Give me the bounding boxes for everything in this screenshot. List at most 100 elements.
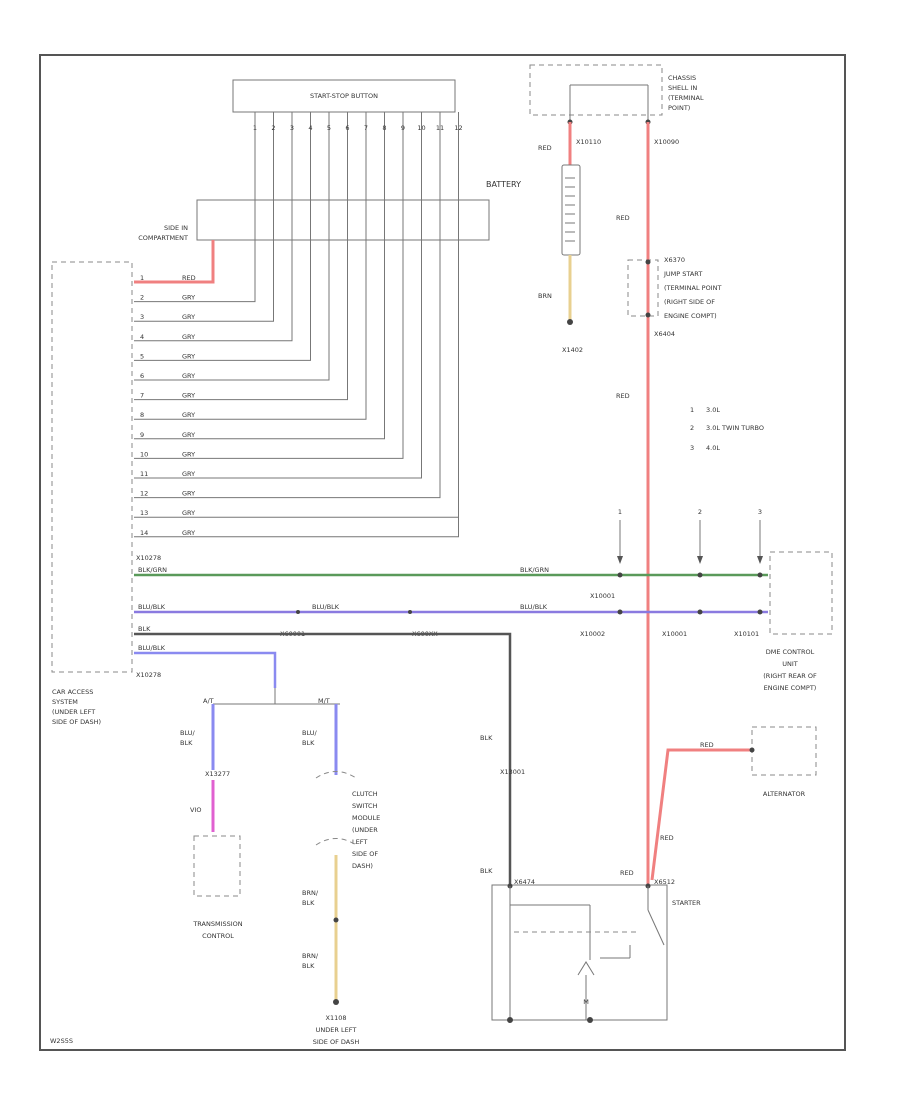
jump-start-label-4: ENGINE COMPT) xyxy=(664,312,717,320)
x10001-label-b: X10001 xyxy=(662,630,687,638)
car-access-row-wire xyxy=(134,240,367,420)
clutch-label-6: SIDE OF xyxy=(352,850,378,858)
car-access-row-num: 8 xyxy=(140,411,144,419)
x10101-label: X10101 xyxy=(734,630,759,638)
brn-blk-label-2: BRN/ xyxy=(302,952,319,960)
button-pin-number: 10 xyxy=(417,124,425,132)
car-access-row-wire xyxy=(134,240,256,303)
x1108-label-2: UNDER LEFT xyxy=(316,1026,357,1034)
button-pin-number: 6 xyxy=(345,124,349,132)
car-access-row-num: 6 xyxy=(140,372,144,380)
car-access-label-4: SIDE OF DASH) xyxy=(52,718,101,726)
legend-num-2: 2 xyxy=(690,424,694,432)
at-label: A/T xyxy=(203,697,214,705)
car-access-row-num: 5 xyxy=(140,352,144,360)
side-compartment-label: SIDE IN xyxy=(164,224,188,232)
car-access-row-num: 14 xyxy=(140,529,148,537)
variant-arrow-number: 1 xyxy=(618,508,622,516)
car-access-row-label: GRY xyxy=(182,352,195,360)
legend-num-1: 1 xyxy=(690,406,694,414)
black-wire-label: BLK xyxy=(138,625,151,633)
jump-start-label: JUMP START xyxy=(663,270,702,278)
car-access-row-wire xyxy=(134,240,348,401)
transmission-label: TRANSMISSION xyxy=(192,920,242,928)
car-access-row-num: 3 xyxy=(140,313,144,321)
variant-arrow-head xyxy=(617,556,623,564)
battery-cells xyxy=(565,177,575,242)
car-access-row-label: GRY xyxy=(182,313,195,321)
car-access-row-wire xyxy=(134,240,330,381)
x6404-label: X6404 xyxy=(654,330,675,338)
button-pin-number: 2 xyxy=(271,124,275,132)
chassis-label-4: POINT) xyxy=(668,104,690,112)
car-access-row-num: 4 xyxy=(140,333,144,341)
alternator-red-wire xyxy=(650,748,752,881)
car-access-row-label: GRY xyxy=(182,294,195,302)
button-pin-number: 1 xyxy=(253,124,257,132)
x10090-label: X10090 xyxy=(654,138,679,146)
start-stop-button-box xyxy=(232,79,456,113)
side-compartment-label-2: COMPARTMENT xyxy=(138,234,188,242)
car-access-row-num: 12 xyxy=(140,490,148,498)
chassis-label-2: SHELL IN xyxy=(668,84,697,92)
motor-symbol xyxy=(577,961,595,976)
button-pin-number: 3 xyxy=(290,124,294,132)
x6474-label: X6474 xyxy=(514,878,535,886)
car-access-row-label: GRY xyxy=(182,392,195,400)
button-pin-number: 12 xyxy=(454,124,462,132)
jump-start-box xyxy=(627,259,659,317)
car-access-row-label: GRY xyxy=(182,333,195,341)
x10278-label-2: X10278 xyxy=(136,671,161,679)
clutch-switch-arc xyxy=(315,771,357,779)
car-access-row-num: 1 xyxy=(140,274,144,282)
green-wire-label-b: BLK/GRN xyxy=(520,566,549,574)
clutch-label: CLUTCH xyxy=(352,790,378,798)
battery-label: BATTERY xyxy=(486,180,521,189)
x6370-label: X6370 xyxy=(664,256,685,264)
dme-label-3: (RIGHT REAR OF xyxy=(763,672,817,680)
battery-brn-label: BRN xyxy=(538,292,552,300)
car-access-row-label: GRY xyxy=(182,411,195,419)
car-access-row-wire xyxy=(134,240,422,479)
x10278-label: X10278 xyxy=(136,554,161,562)
m-label: M xyxy=(583,998,589,1006)
light-blue-wire-label: BLU/BLK xyxy=(138,644,166,652)
brn-blk-label-2b: BLK xyxy=(302,962,315,970)
starter-red-label: RED xyxy=(620,869,634,877)
alternator-box xyxy=(751,726,817,776)
car-access-row-label: GRY xyxy=(182,529,195,537)
clutch-label-7: DASH) xyxy=(352,862,373,870)
clutch-label-2: SWITCH xyxy=(352,802,378,810)
diagram-id: W2S5S xyxy=(50,1037,73,1045)
main-red-label-2: RED xyxy=(616,392,630,400)
clutch-switch-arc-2 xyxy=(315,838,357,846)
car-access-label-3: (UNDER LEFT xyxy=(52,708,95,716)
button-pin-number: 5 xyxy=(327,124,331,132)
car-access-row-label: GRY xyxy=(182,490,195,498)
blue-wire-label-b: BLU/BLK xyxy=(312,603,340,611)
car-access-row-num: 13 xyxy=(140,509,148,517)
chassis-label-3: (TERMINAL xyxy=(668,94,704,102)
button-pin-number: 9 xyxy=(401,124,405,132)
black-wire xyxy=(134,632,512,886)
at-blu-blk-label-2: BLK xyxy=(180,739,193,747)
green-wire-label-a: BLK/GRN xyxy=(138,566,167,574)
at-pink-label: VIO xyxy=(190,806,201,814)
x13001-label: X13001 xyxy=(500,768,525,776)
car-access-label-2: SYSTEM xyxy=(52,698,78,706)
transmission-control-box xyxy=(193,835,241,897)
legend-num-3: 3 xyxy=(690,444,694,452)
alternator-red-label: RED xyxy=(700,741,714,749)
car-access-row-wire xyxy=(134,240,215,284)
variant-arrow-number: 3 xyxy=(758,508,762,516)
battery-red-label: RED xyxy=(538,144,552,152)
car-access-row-num: 10 xyxy=(140,450,148,458)
alternator-label: ALTERNATOR xyxy=(763,790,806,798)
x1108-label-3: SIDE OF DASH xyxy=(313,1038,360,1046)
dme-label-2: UNIT xyxy=(782,660,798,668)
side-compartment-connector xyxy=(196,199,490,241)
mt-blu-blk-label: BLU/ xyxy=(302,729,318,737)
car-access-row-label: RED xyxy=(182,274,196,282)
